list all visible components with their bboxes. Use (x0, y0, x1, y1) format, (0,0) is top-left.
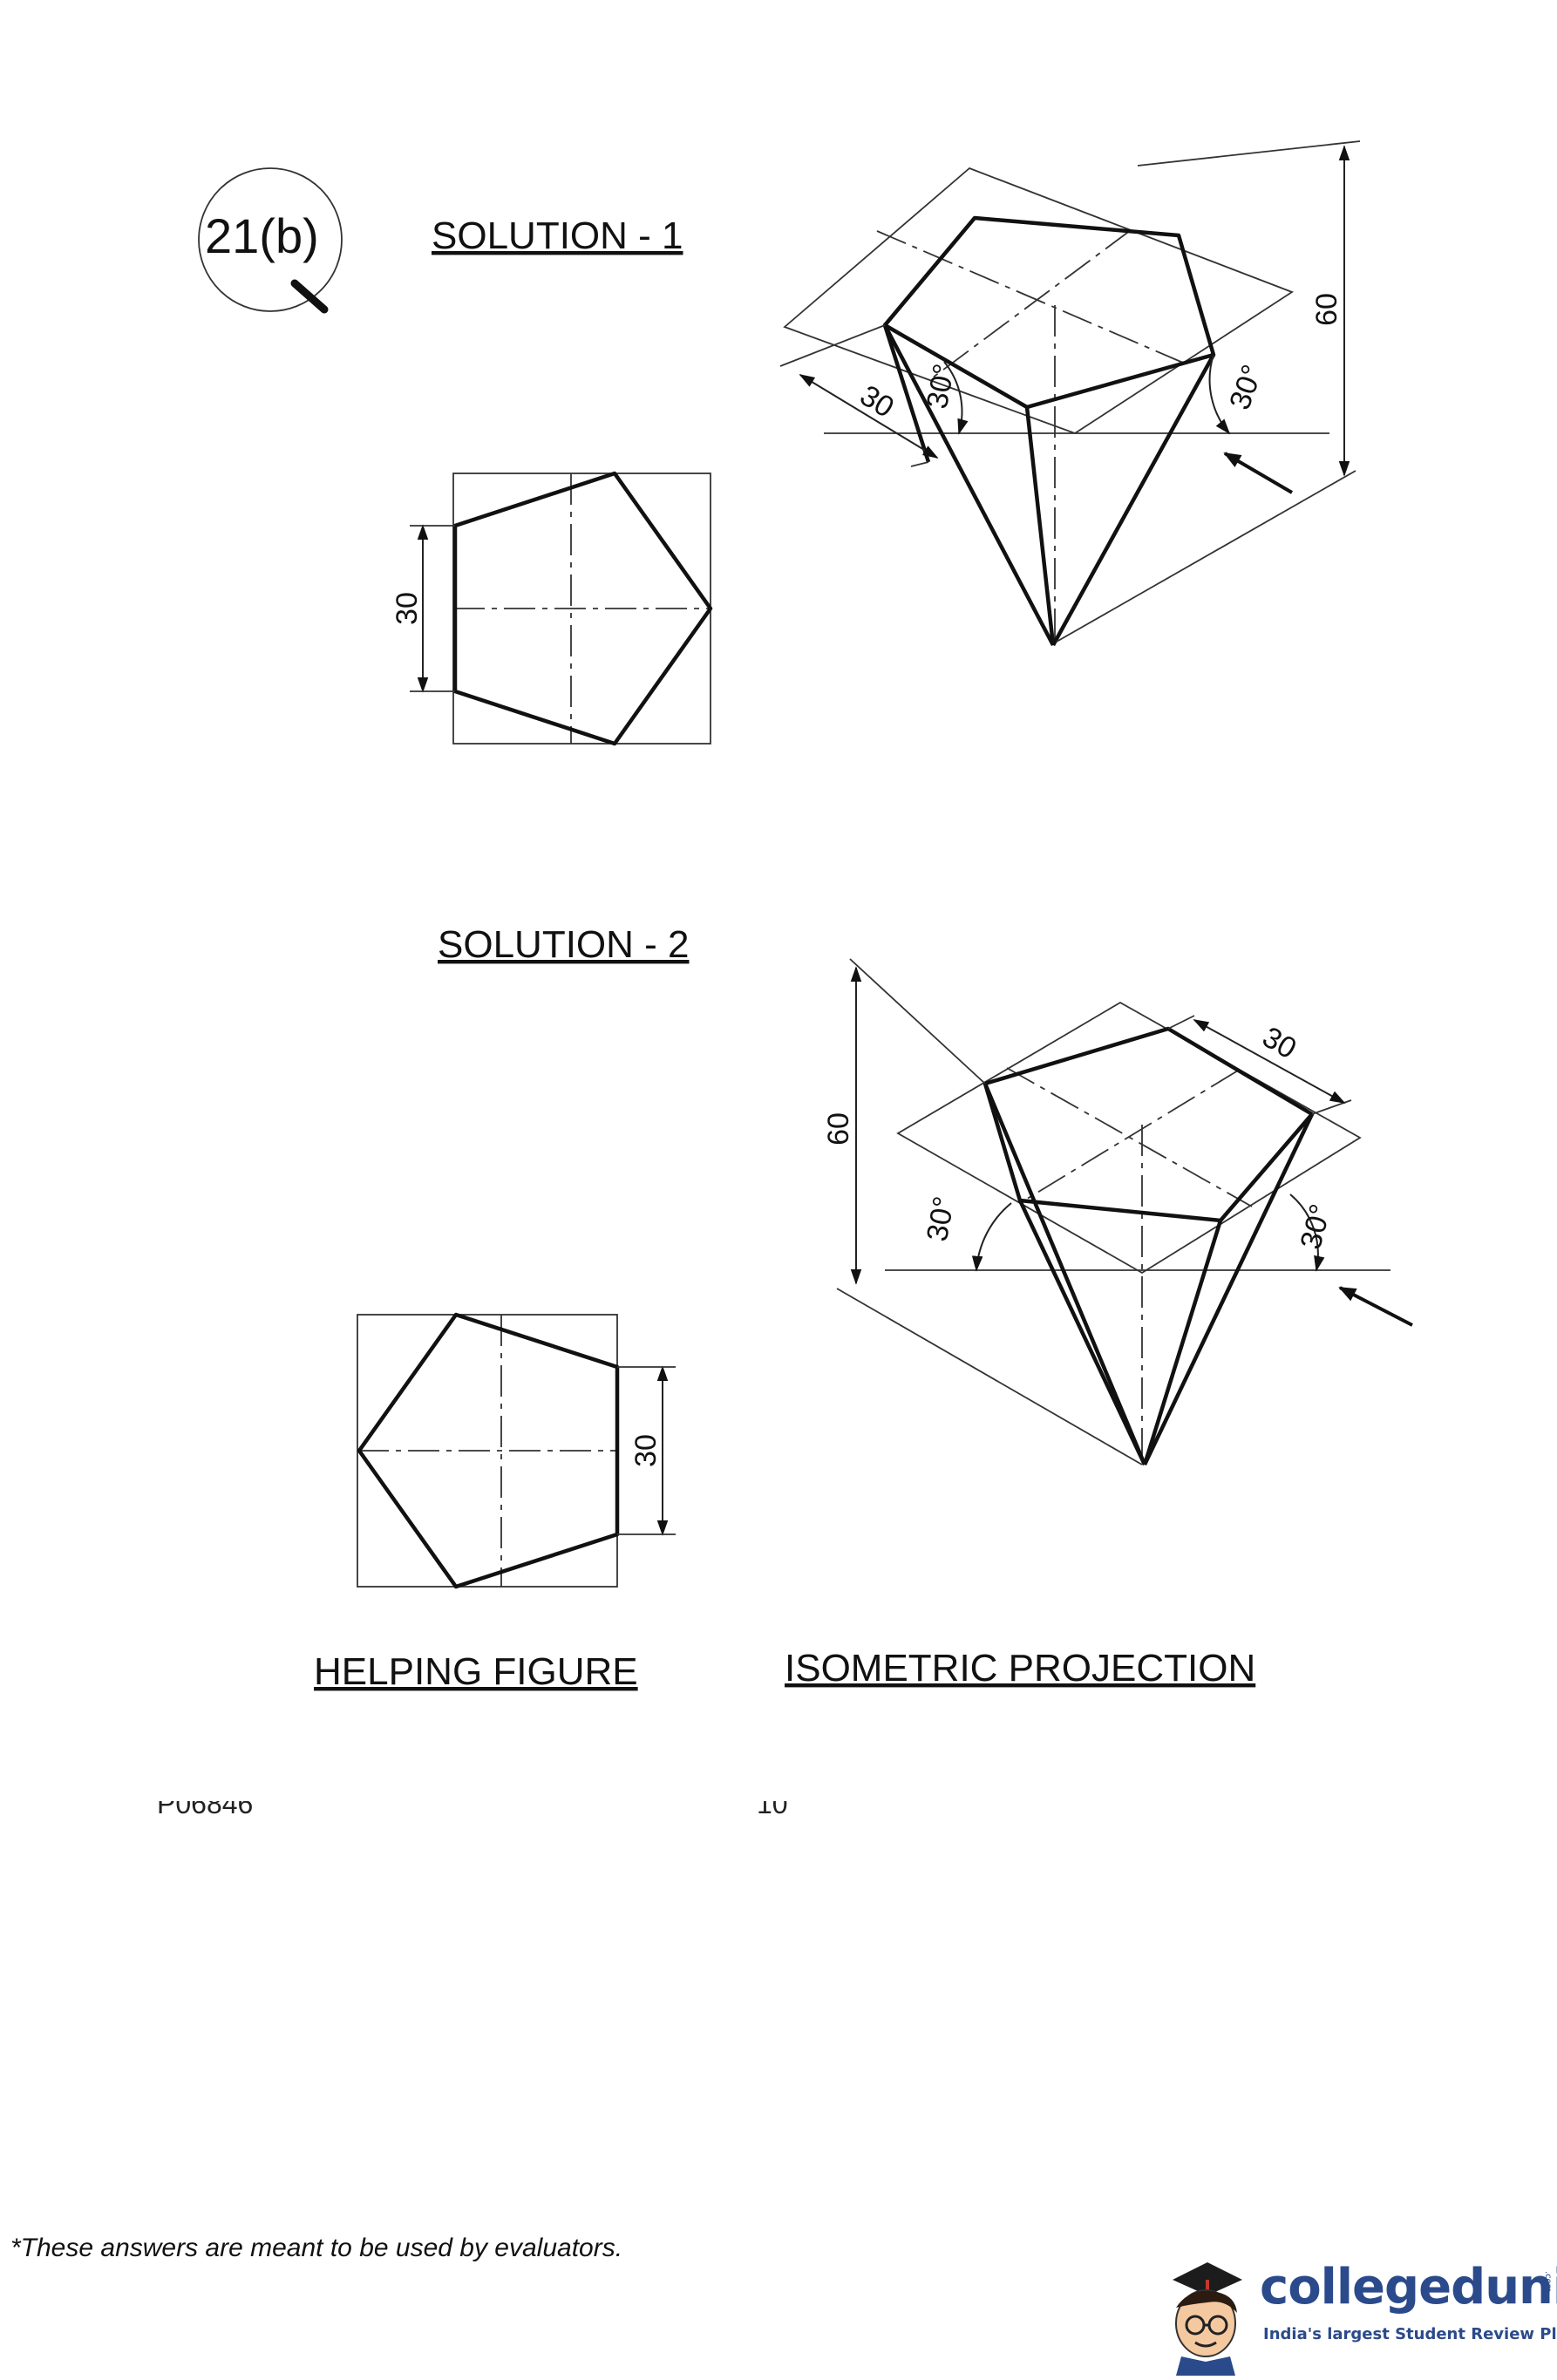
dimension-angle-30-right-2: 30° (1294, 1200, 1337, 1253)
dimension-side-30: 30 (391, 592, 424, 625)
pentagon-outline (357, 1312, 620, 1589)
heading-isometric-projection: ISOMETRIC PROJECTION (785, 1647, 1255, 1690)
dimension-side-30-helper-2: 30 (629, 1434, 663, 1467)
helping-figure-1: 30 (391, 471, 713, 746)
question-number: 21(b) (205, 208, 319, 263)
view-direction-arrow-icon (1223, 452, 1294, 494)
heading-solution-2: SOLUTION - 2 (438, 923, 690, 966)
logo-suffix: .com (1543, 2271, 1553, 2293)
student-mascot-icon (1173, 2262, 1242, 2376)
dimension-angle-30-right: 30° (1223, 361, 1269, 414)
collegedunia-logo: collegedunia .com India's largest Studen… (1155, 2254, 1557, 2376)
isometric-projection-2: 60 30 30° 30° (822, 958, 1413, 1465)
logo-tagline: India's largest Student Review Platform (1263, 2325, 1557, 2343)
helping-figure-2: 30 (357, 1312, 676, 1589)
evaluator-footnote: *These answers are meant to be used by e… (10, 2234, 623, 2262)
dimension-side-30-iso-1: 30 (854, 379, 900, 425)
dimension-angle-30-left: 30° (921, 361, 961, 411)
heading-helping-figure: HELPING FIGURE (314, 1650, 638, 1693)
pen-tick-icon (290, 279, 329, 314)
dimension-height-60-iso-2: 60 (822, 1112, 855, 1146)
page-info: P06846 10 (131, 1778, 915, 1819)
view-direction-arrow-icon (1338, 1286, 1413, 1327)
question-number-badge: 21(b) (198, 167, 343, 314)
pentagon-outline (452, 471, 713, 746)
dimension-angle-30-left-2: 30° (921, 1193, 961, 1243)
logo-wordmark: collegedunia (1260, 2259, 1557, 2315)
isometric-projection-1: 60 30 30° 30° (779, 140, 1361, 647)
heading-solution-1: SOLUTION - 1 (432, 214, 683, 257)
dimension-height-60: 60 (1310, 293, 1343, 326)
